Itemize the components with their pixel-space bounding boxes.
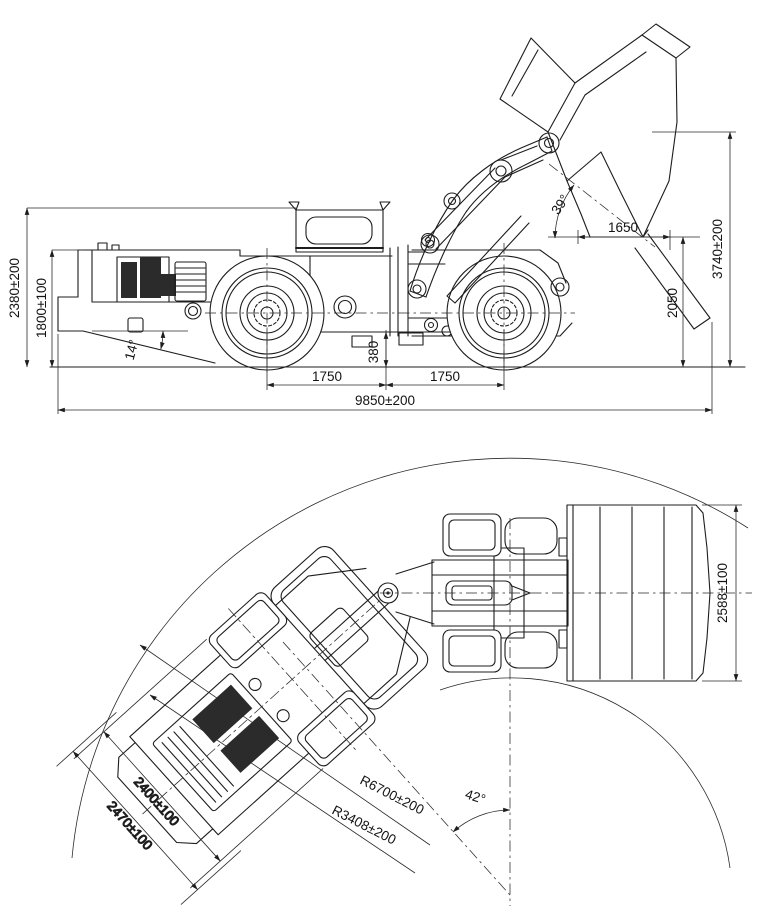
machine-side-body [57,232,573,364]
dim-overall-height: 2380±200 [7,258,22,318]
inner-turning-arc [439,677,731,869]
dim-dump-angle: 39° [548,192,572,217]
dim-departure-angle: 14° [122,338,142,362]
dim-ground-clearance: 380 [366,341,381,364]
dim-dump-reach: 1650 [608,220,638,235]
front-tire-right [442,629,502,673]
canopy [288,201,391,253]
rear-body-plan: 2400±100 2470±100 [56,545,429,905]
dim-outer-turning-radius: R6700±200 [358,772,427,817]
side-dimensions: 2380±200 1800±100 14° 380 1750 1750 9850… [7,131,736,414]
plan-view: 2400±100 2470±100 [56,457,752,906]
dim-max-raised-height: 3740±200 [710,219,725,279]
dim-inner-turning-radius: R3408±200 [330,802,399,847]
plan-centerlines [282,518,752,906]
dim-bucket-width: 2588±100 [715,563,730,623]
dim-height-over-hood: 1800±100 [34,278,49,338]
dim-rear-wheelbase: 1750 [312,369,342,384]
turning-arcs [71,457,749,869]
dim-overall-length: 9850±200 [355,393,415,408]
dim-front-wheelbase: 1750 [430,369,460,384]
dim-dump-clearance: 2050 [665,288,680,318]
outer-turning-arc [71,457,749,859]
dim-articulation-angle: 42° [463,786,487,807]
front-tire-left [442,513,502,557]
dim-overall-width: 2470±100 [104,798,155,853]
side-view: 2380±200 1800±100 14° 380 1750 1750 9850… [7,23,746,414]
boom-linkage [407,132,570,304]
